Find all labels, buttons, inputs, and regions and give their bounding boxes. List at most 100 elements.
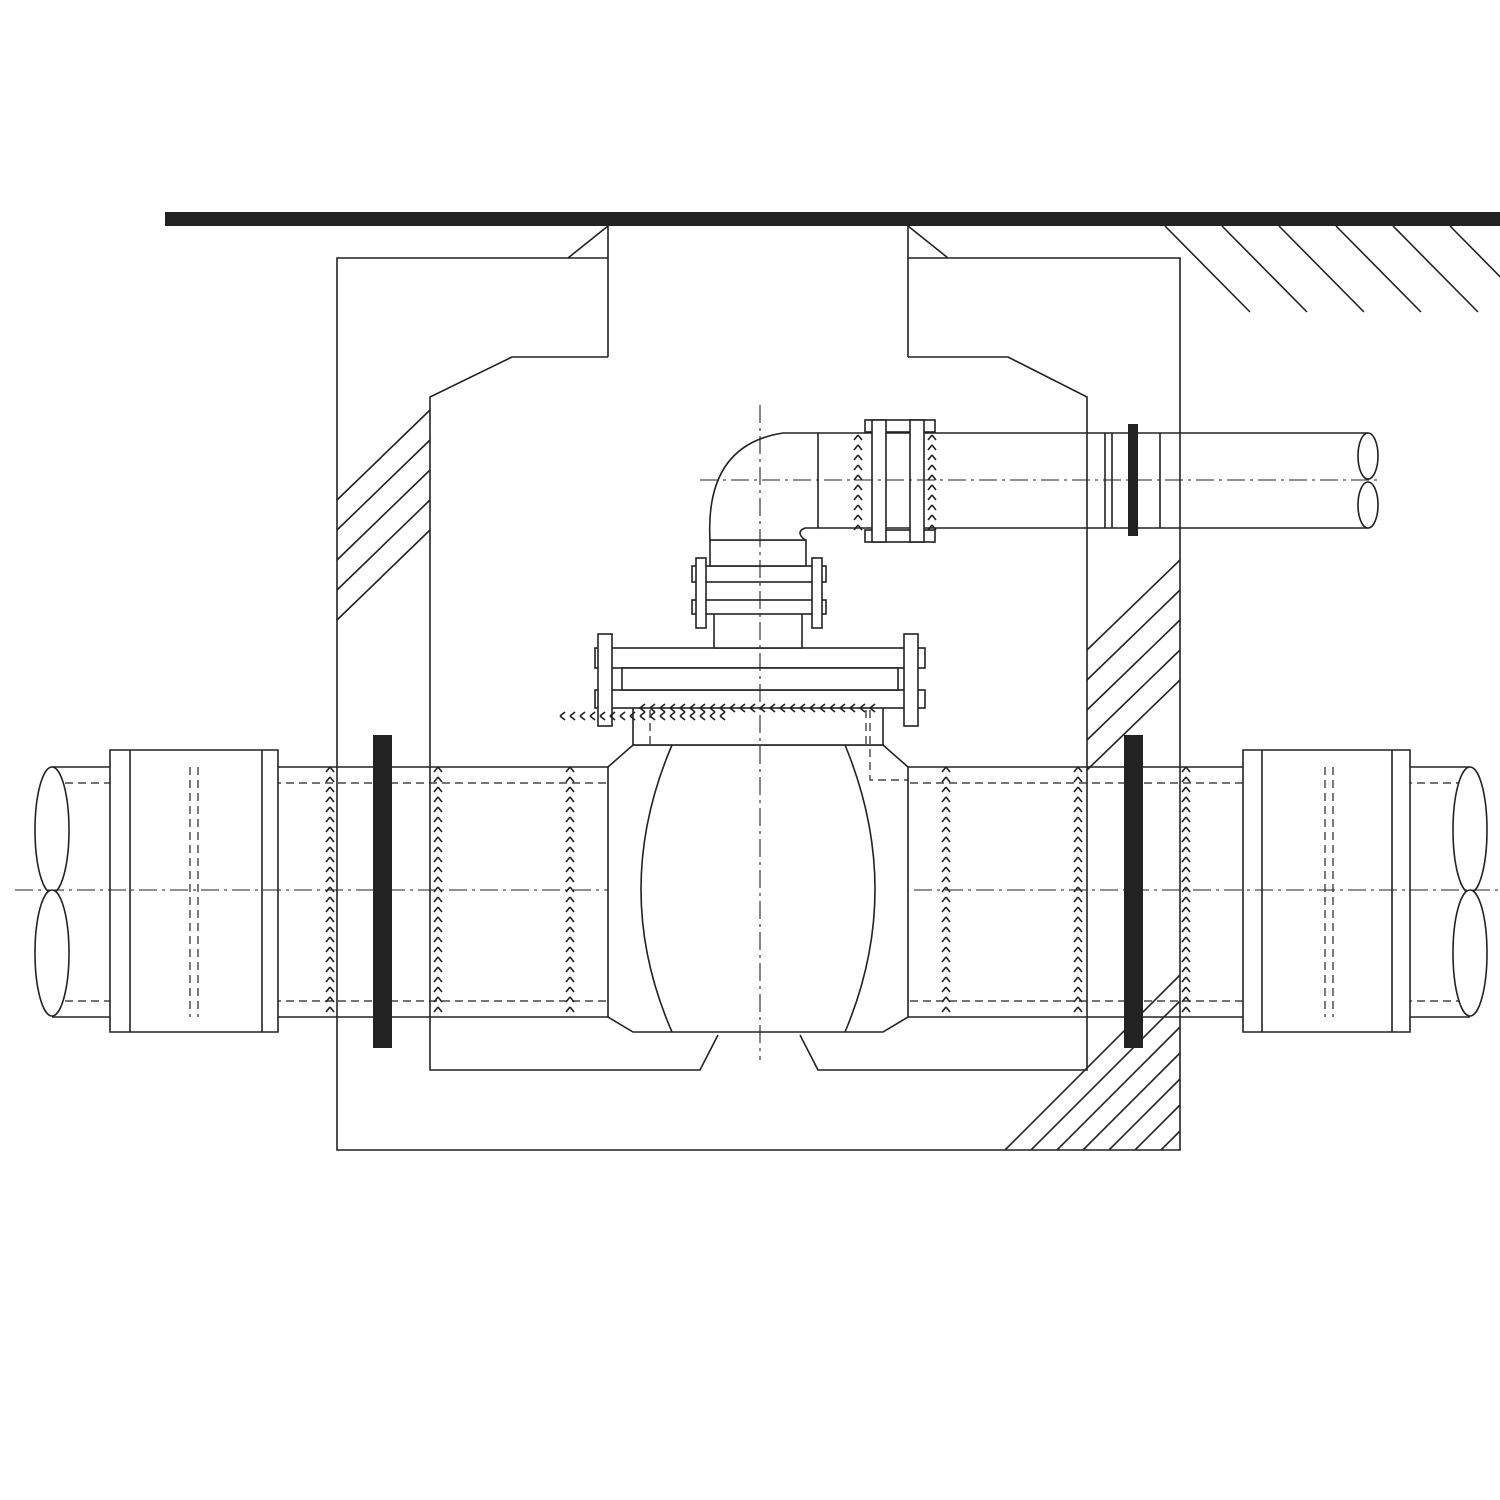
weld-mark — [659, 703, 666, 709]
weld-mark — [565, 846, 571, 853]
weld-mark — [853, 434, 859, 441]
weld-mark — [325, 936, 331, 943]
weld-mark — [857, 474, 863, 481]
weld-mark — [769, 707, 776, 713]
weld-mark — [325, 946, 331, 953]
weld-mark — [433, 906, 439, 913]
weld-mark — [599, 715, 606, 721]
weld-mark — [329, 996, 335, 1003]
weld-mark — [329, 916, 335, 923]
left-puddle-flange — [373, 735, 392, 1048]
weld-mark — [927, 484, 933, 491]
weld-mark — [437, 996, 443, 1003]
weld-mark — [945, 1006, 951, 1013]
weld-mark — [1185, 986, 1191, 993]
weld-mark — [1073, 806, 1079, 813]
weld-mark — [945, 836, 951, 843]
weld-mark — [329, 826, 335, 833]
weld-mark — [437, 966, 443, 973]
weld-mark — [679, 711, 686, 717]
weld-mark — [433, 946, 439, 953]
weld-mark — [437, 886, 443, 893]
weld-mark — [945, 806, 951, 813]
weld-mark — [1077, 946, 1083, 953]
outlet-pipe — [700, 405, 1380, 1060]
weld-mark — [433, 956, 439, 963]
weld-mark — [679, 703, 686, 709]
weld-mark — [789, 703, 796, 709]
weld-mark — [1181, 856, 1187, 863]
weld-mark — [931, 524, 937, 531]
weld-mark — [1073, 976, 1079, 983]
weld-mark — [1077, 856, 1083, 863]
weld-mark — [1073, 886, 1079, 893]
hatch-line — [1004, 974, 1181, 1151]
weld-mark — [1185, 876, 1191, 883]
weld-mark — [569, 946, 575, 953]
weld-mark — [433, 786, 439, 793]
weld-mark — [941, 916, 947, 923]
weld-mark — [1181, 766, 1187, 773]
weld-mark — [437, 896, 443, 903]
weld-mark — [329, 1006, 335, 1013]
weld-mark — [325, 776, 331, 783]
weld-mark — [1073, 946, 1079, 953]
weld-mark — [931, 504, 937, 511]
weld-mark — [569, 866, 575, 873]
weld-mark — [799, 703, 806, 709]
weld-mark — [433, 986, 439, 993]
weld-mark — [945, 926, 951, 933]
weld-mark — [669, 707, 676, 713]
weld-mark — [569, 886, 575, 893]
weld-mark — [941, 946, 947, 953]
weld-mark — [1185, 996, 1191, 1003]
weld-mark — [931, 484, 937, 491]
weld-mark — [1077, 996, 1083, 1003]
weld-mark — [945, 896, 951, 903]
weld-mark — [1073, 846, 1079, 853]
weld-mark — [927, 474, 933, 481]
weld-mark — [945, 876, 951, 883]
weld-mark — [1181, 866, 1187, 873]
weld-mark — [941, 836, 947, 843]
weld-mark — [1185, 956, 1191, 963]
weld-mark — [941, 826, 947, 833]
weld-mark — [569, 1006, 575, 1013]
hatch-line — [336, 529, 431, 621]
weld-mark — [437, 846, 443, 853]
weld-mark — [941, 776, 947, 783]
weld-mark — [941, 766, 947, 773]
weld-mark — [1073, 956, 1079, 963]
weld-mark — [569, 936, 575, 943]
weld-mark — [569, 896, 575, 903]
weld-mark — [709, 715, 716, 721]
weld-mark — [569, 906, 575, 913]
weld-mark — [609, 711, 616, 717]
weld-mark — [1077, 876, 1083, 883]
weld-mark — [599, 711, 606, 717]
hatch-line — [1082, 1052, 1181, 1151]
riser-pipe — [691, 432, 827, 649]
weld-mark — [739, 703, 746, 709]
weld-mark — [649, 707, 656, 713]
weld-mark — [941, 876, 947, 883]
weld-mark — [699, 707, 706, 713]
weld-mark — [433, 836, 439, 843]
weld-mark — [1073, 986, 1079, 993]
weld-mark — [329, 976, 335, 983]
weld-mark — [1185, 826, 1191, 833]
weld-mark — [945, 976, 951, 983]
hatch-line — [1030, 1000, 1181, 1151]
weld-mark — [565, 996, 571, 1003]
weld-mark — [1185, 936, 1191, 943]
weld-mark — [1073, 786, 1079, 793]
weld-mark — [1181, 846, 1187, 853]
weld-mark — [329, 986, 335, 993]
weld-mark — [719, 707, 726, 713]
weld-mark — [569, 806, 575, 813]
weld-mark — [719, 711, 726, 717]
hatch-line — [1134, 1104, 1181, 1151]
weld-mark — [945, 956, 951, 963]
weld-mark — [437, 866, 443, 873]
weld-mark — [639, 715, 646, 721]
